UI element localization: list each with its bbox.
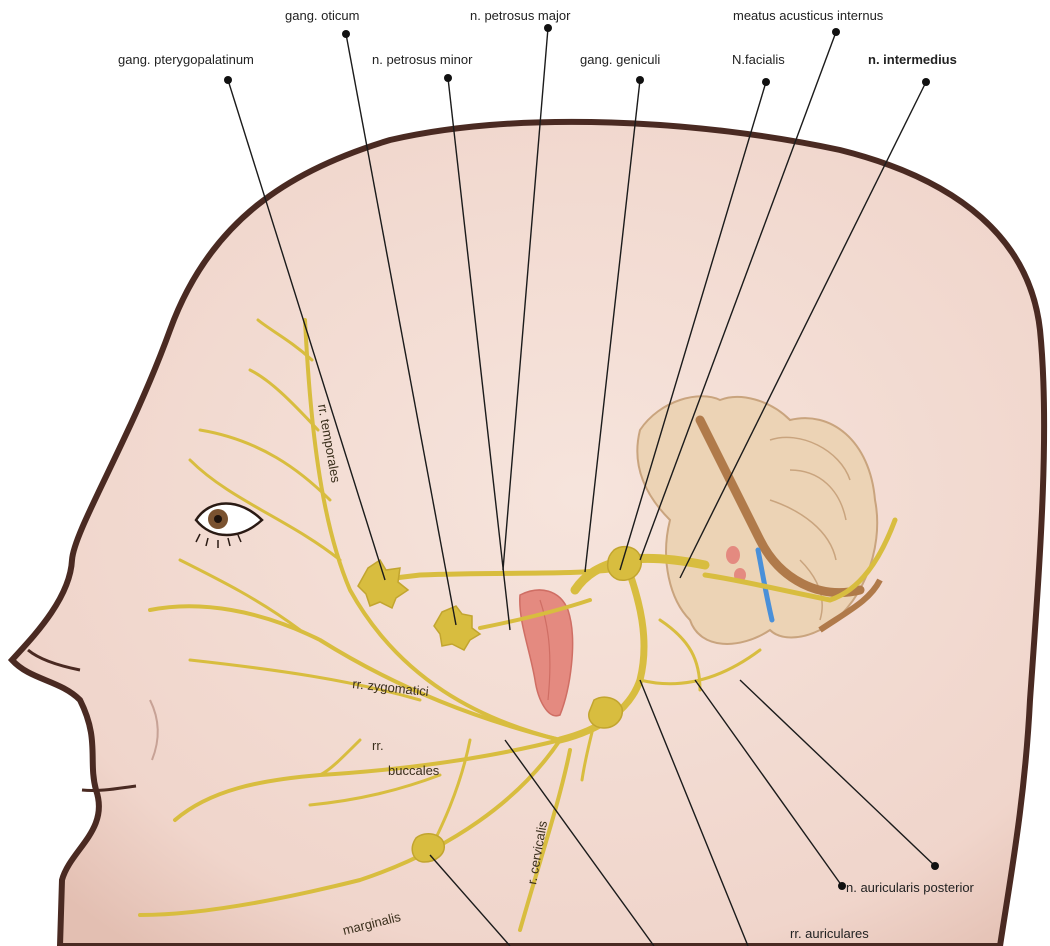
label-rr-buccales-1: rr. xyxy=(372,738,384,753)
label-n-intermedius: n. intermedius xyxy=(868,52,957,67)
label-n-auricularis-posterior: n. auricularis posterior xyxy=(846,880,975,895)
label-rr-auriculares: rr. auriculares xyxy=(790,926,869,941)
ganglion-geniculi xyxy=(608,547,642,581)
label-rr-buccales-2: buccales xyxy=(388,763,440,778)
label-n-petrosus-major: n. petrosus major xyxy=(470,8,571,23)
label-n-facialis: N.facialis xyxy=(732,52,785,67)
label-gang-geniculi: gang. geniculi xyxy=(580,52,660,67)
label-meatus-acusticus-internus: meatus acusticus internus xyxy=(733,8,884,23)
ear-canal-left xyxy=(726,546,740,564)
label-gang-oticum: gang. oticum xyxy=(285,8,359,23)
label-n-petrosus-minor: n. petrosus minor xyxy=(372,52,473,67)
ganglion-submandibular xyxy=(589,697,623,728)
label-gang-pterygopalatinum: gang. pterygopalatinum xyxy=(118,52,254,67)
